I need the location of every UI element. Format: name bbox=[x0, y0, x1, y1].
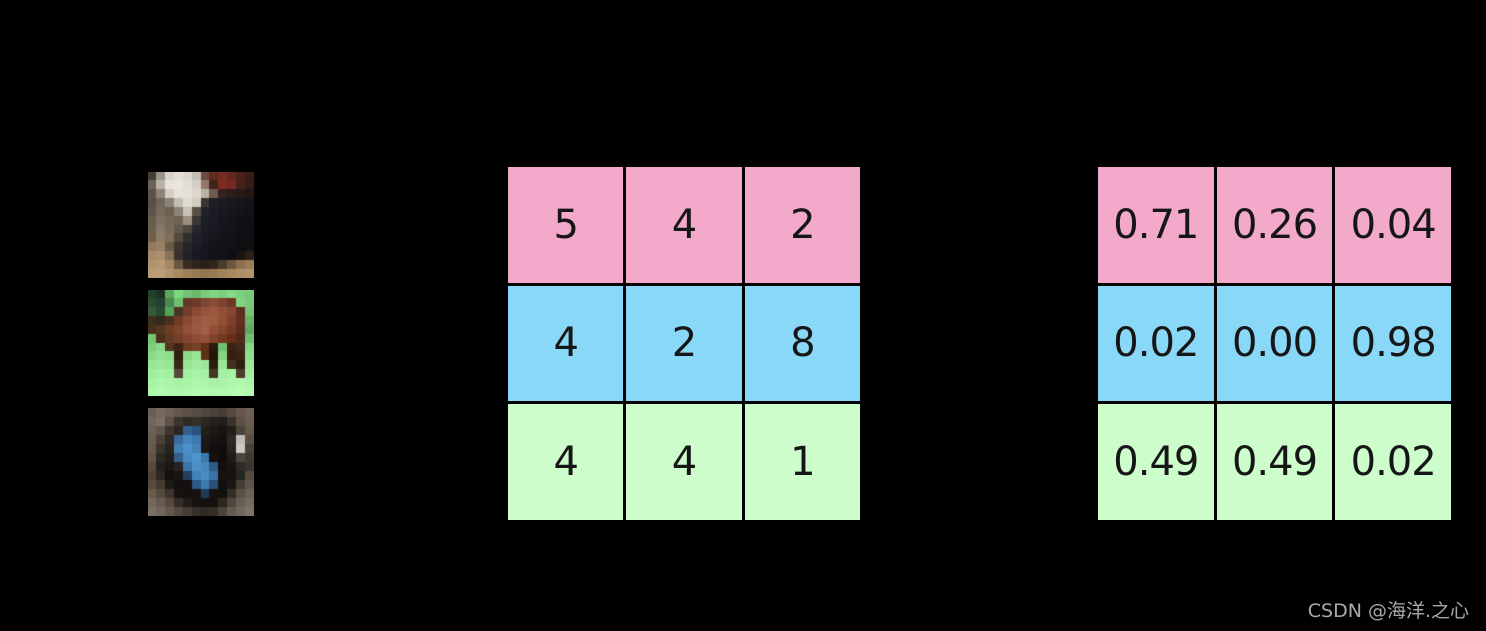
watermark-text: CSDN @海洋.之心 bbox=[1307, 600, 1469, 622]
matrix-cell: 0.04 bbox=[1335, 167, 1451, 283]
matrix-cell: 0.49 bbox=[1098, 404, 1214, 520]
matrix-cell: 4 bbox=[508, 285, 624, 402]
matrix-cell: 2 bbox=[744, 167, 860, 283]
cifar-image-horse bbox=[148, 290, 254, 396]
matrix-cell: 0.00 bbox=[1216, 285, 1333, 402]
cifar-image-cat bbox=[148, 172, 254, 278]
matrix-cell: 4 bbox=[626, 167, 742, 283]
matrix-cell: 4 bbox=[626, 404, 742, 520]
matrix-cell: 0.98 bbox=[1335, 285, 1451, 402]
matrix-cell: 0.49 bbox=[1216, 404, 1333, 520]
matrix-cell: 4 bbox=[508, 404, 624, 520]
matrix-cell: 2 bbox=[626, 285, 742, 402]
matrix-cell: 0.02 bbox=[1098, 285, 1214, 402]
matrix-cell: 0.26 bbox=[1216, 167, 1333, 283]
matrix-cell: 8 bbox=[744, 285, 860, 402]
cifar-image-dog bbox=[148, 408, 254, 516]
matrix-cell: 0.71 bbox=[1098, 167, 1214, 283]
matrix-cell: 5 bbox=[508, 167, 624, 283]
matrix-cell: 1 bbox=[744, 404, 860, 520]
matrix-cell: 0.02 bbox=[1335, 404, 1451, 520]
